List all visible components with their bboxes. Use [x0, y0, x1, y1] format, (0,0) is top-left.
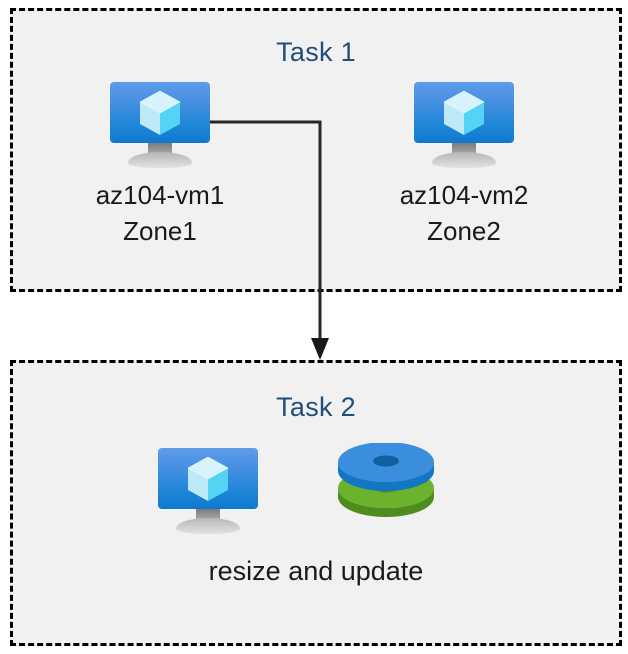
- disk-top-blue: [338, 443, 434, 491]
- vm2-caption: az104-vm2 Zone2: [349, 177, 579, 249]
- vm-stand-base: [176, 518, 240, 534]
- vm-screen: [414, 82, 514, 143]
- vm-stand-base: [128, 152, 192, 168]
- vm1-caption: az104-vm1 Zone1: [45, 177, 275, 249]
- cube-glyph: [139, 90, 181, 135]
- vm-screen: [158, 448, 258, 509]
- vm1-zone: Zone1: [123, 216, 197, 246]
- virtual-machine-icon: [110, 82, 210, 168]
- task1-panel: Task 1: [10, 8, 622, 292]
- virtual-machine-icon: [158, 448, 258, 534]
- vm-screen: [110, 82, 210, 143]
- cube-glyph: [443, 90, 485, 135]
- cube-glyph: [187, 456, 229, 501]
- task2-title: Task 2: [276, 392, 356, 422]
- virtual-machine-icon: [414, 82, 514, 168]
- vm-stand-base: [432, 152, 496, 168]
- task2-caption: resize and update: [208, 556, 424, 586]
- vm2-name: az104-vm2: [399, 180, 529, 210]
- vm2-zone: Zone2: [427, 216, 501, 246]
- arrowhead-icon: [311, 338, 329, 360]
- vm1-name: az104-vm1: [95, 180, 225, 210]
- task2-panel: Task 2: [10, 360, 622, 646]
- managed-disks-icon: [338, 443, 434, 517]
- task1-title: Task 1: [276, 37, 356, 67]
